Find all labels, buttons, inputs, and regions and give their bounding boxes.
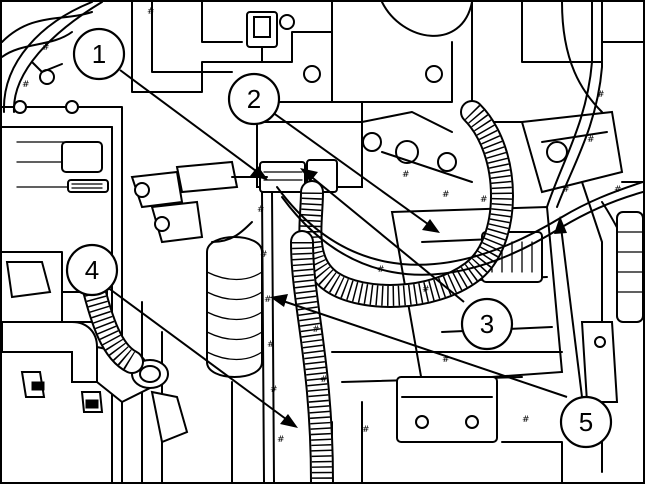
svg-text:#: #: [147, 7, 155, 17]
top-structure: [131, 2, 643, 123]
wire-tags: # # # # # # # # # # # # # # # # # # # # …: [22, 7, 622, 445]
svg-text:#: #: [264, 295, 272, 305]
callout-3: 3: [460, 297, 514, 351]
lower-structure: [141, 236, 563, 482]
left-frame: [2, 11, 123, 482]
svg-text:#: #: [480, 195, 488, 205]
svg-text:#: #: [442, 355, 450, 365]
svg-text:#: #: [312, 325, 320, 335]
svg-text:#: #: [267, 340, 275, 350]
svg-text:#: #: [614, 185, 622, 195]
svg-text:#: #: [442, 190, 450, 200]
callout-1-label: 1: [92, 39, 106, 69]
callout-1: 1: [72, 27, 126, 81]
callout-leaders: [106, 69, 583, 428]
svg-text:#: #: [587, 135, 595, 145]
callout-2-label: 2: [247, 84, 261, 114]
svg-text:#: #: [257, 205, 265, 215]
svg-text:#: #: [362, 425, 370, 435]
svg-text:#: #: [562, 185, 570, 195]
svg-text:#: #: [260, 250, 268, 260]
svg-text:#: #: [42, 43, 50, 53]
svg-text:#: #: [320, 375, 328, 385]
svg-text:#: #: [277, 435, 285, 445]
callout-3-label: 3: [480, 309, 494, 339]
svg-text:#: #: [422, 285, 430, 295]
svg-text:#: #: [522, 415, 530, 425]
svg-text:#: #: [22, 80, 30, 90]
fittings: [2, 160, 268, 444]
callout-5: 5: [559, 395, 613, 449]
callout-5-label: 5: [579, 407, 593, 437]
central-housing: [256, 101, 453, 193]
callout-4: 4: [65, 243, 119, 297]
svg-text:#: #: [377, 265, 385, 275]
svg-text:#: #: [270, 385, 278, 395]
callout-4-label: 4: [85, 255, 99, 285]
svg-text:#: #: [402, 170, 410, 180]
callout-2: 2: [227, 72, 281, 126]
svg-text:#: #: [597, 90, 605, 100]
